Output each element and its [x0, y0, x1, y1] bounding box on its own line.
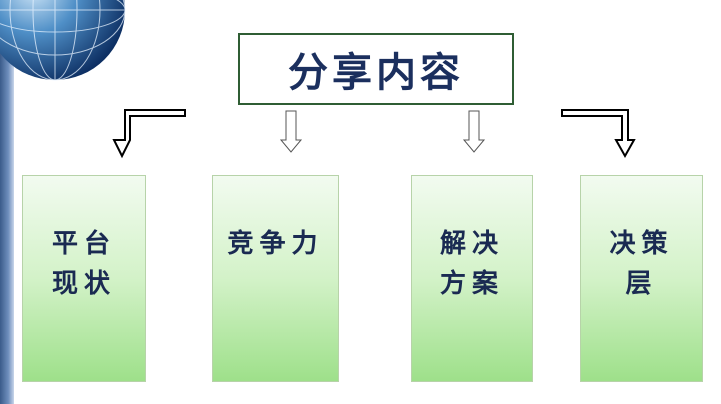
card-label: 平台 现状 — [23, 224, 145, 304]
card-label-line: 解决 — [439, 229, 504, 259]
left-decorative-strip — [0, 0, 14, 404]
title-box: 分享内容 — [238, 33, 514, 105]
card-label: 竞争力 — [213, 224, 338, 264]
arrow-right-elbow — [561, 109, 636, 159]
card-solution: 解决 方案 — [411, 175, 533, 382]
card-label-line: 方案 — [439, 269, 504, 299]
card-decision-layer: 决策 层 — [580, 175, 703, 382]
arrow-left-elbow — [112, 109, 186, 159]
card-label-line: 层 — [625, 269, 658, 299]
card-label: 决策 层 — [581, 224, 702, 304]
title-text: 分享内容 — [288, 49, 464, 96]
card-label-line: 现状 — [51, 269, 116, 299]
card-label-line: 平台 — [51, 229, 116, 259]
globe-icon — [0, 0, 150, 120]
card-label-line: 决策 — [609, 229, 674, 259]
card-platform-status: 平台 现状 — [22, 175, 146, 382]
card-label: 解决 方案 — [412, 224, 532, 304]
card-competitiveness: 竞争力 — [212, 175, 339, 382]
arrow-down-1 — [279, 110, 303, 153]
arrow-down-2 — [462, 110, 486, 153]
card-label-line: 竞争力 — [227, 229, 324, 259]
